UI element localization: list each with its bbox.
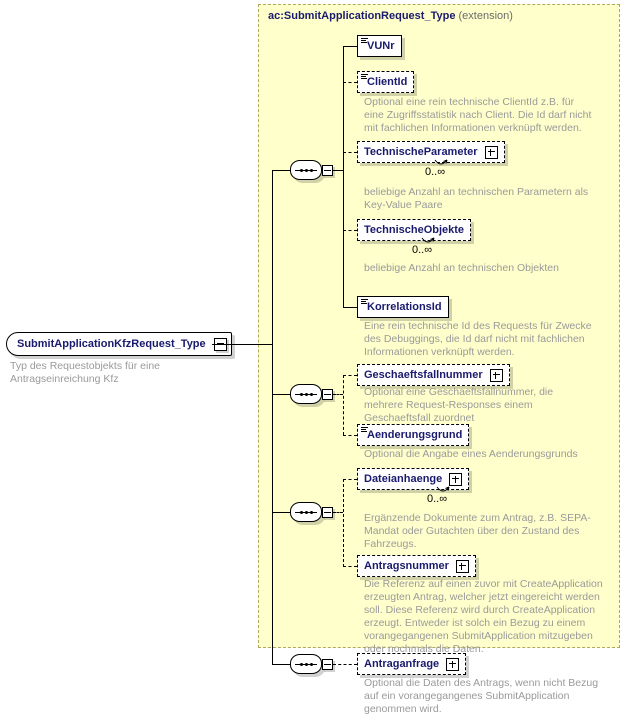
element-label: KorrelationsId (367, 300, 442, 313)
root-type-label: SubmitApplicationKfzRequest_Type (17, 338, 206, 350)
element-label: ClientId (367, 75, 408, 88)
element-antragsnummer-documentation: Die Referenz auf einen zuvor mit CreateA… (364, 578, 603, 655)
element-label: Aenderungsgrund (367, 428, 463, 441)
element-geschaeftsfallnummer[interactable]: Geschaeftsfallnummer (357, 364, 510, 386)
element-korrelationsid-documentation: Eine rein technische Id des Requests für… (364, 320, 592, 358)
element-clientid[interactable]: ClientId (357, 71, 415, 93)
sequence-4-collapse-icon[interactable] (322, 659, 333, 670)
repeat-loop-icon (434, 159, 448, 165)
element-label: Antragsnummer (364, 559, 449, 572)
connector-to-dateianhaenge (343, 479, 357, 480)
sequence-node-3[interactable] (290, 502, 322, 522)
connector-to-technischeobjekte (343, 230, 357, 231)
cardinality-technischeobjekte: 0..∞ (412, 244, 433, 256)
connector-to-aenderungsgrund (343, 435, 357, 436)
expand-plus-icon[interactable] (446, 657, 460, 671)
element-technischeparameter[interactable]: TechnischeParameter (357, 141, 505, 163)
repeat-loop-icon (421, 237, 435, 243)
connector-to-vunr (343, 46, 357, 47)
connector-sequence-1-out (333, 170, 343, 171)
connector-sequence-3-out (333, 512, 343, 513)
expand-plus-icon[interactable] (489, 368, 503, 382)
extension-panel-title: ac:SubmitApplicationRequest_Type (extens… (268, 10, 513, 22)
root-type-documentation: Typ des Requestobjekts für eine Antragse… (10, 360, 161, 385)
sequence-3-collapse-icon[interactable] (322, 507, 333, 518)
extension-kind-label: (extension) (458, 10, 513, 22)
connector-to-clientid (343, 82, 357, 83)
element-geschaeftsfallnummer-documentation: Optional eine Geschaeftsfallnummer, die … (364, 386, 554, 424)
connector-sequence-3-spine (343, 479, 344, 567)
sequence-bar (295, 512, 317, 513)
connector-sequence-4-out (333, 664, 357, 665)
cardinality-dateianhaenge: 0..∞ (427, 493, 448, 505)
element-aenderungsgrund-documentation: Optional die Angabe eines Aenderungsgrun… (364, 448, 578, 460)
connector-root-to-trunk (212, 344, 273, 345)
element-label: VUNr (367, 39, 395, 52)
sequence-node-4[interactable] (290, 654, 322, 674)
element-label: TechnischeParameter (364, 145, 478, 158)
element-label: Dateianhaenge (364, 472, 443, 485)
cardinality-technischeparameter: 0..∞ (425, 166, 446, 178)
root-type-box[interactable]: SubmitApplicationKfzRequest_Type (6, 332, 232, 356)
connector-trunk-to-sequence-4 (272, 664, 291, 665)
element-technischeparameter-documentation: beliebige Anzahl an technischen Paramete… (364, 186, 589, 211)
extension-panel (258, 4, 620, 648)
element-dateianhaenge[interactable]: Dateianhaenge (357, 468, 470, 490)
extension-type-name: ac:SubmitApplicationRequest_Type (268, 10, 456, 22)
connector-to-antragsnummer (343, 566, 357, 567)
sequence-bar (295, 664, 317, 665)
connector-trunk-to-sequence-2 (272, 394, 291, 395)
connector-to-geschaeftsfallnummer (343, 375, 357, 376)
connector-trunk-vertical (272, 170, 273, 665)
connector-sequence-2-out (333, 394, 343, 395)
sequence-2-collapse-icon[interactable] (322, 389, 333, 400)
element-dateianhaenge-documentation: Ergänzende Dokumente zum Antrag, z.B. SE… (364, 512, 591, 550)
connector-trunk-to-sequence-1 (272, 170, 291, 171)
connector-sequence-1-spine (343, 46, 344, 308)
element-clientid-documentation: Optional eine rein technische ClientId z… (364, 96, 592, 134)
element-technischeobjekte[interactable]: TechnischeObjekte (357, 219, 472, 241)
sequence-1-collapse-icon[interactable] (322, 165, 333, 176)
expand-plus-icon[interactable] (449, 472, 463, 486)
element-technischeobjekte-documentation: beliebige Anzahl an technischen Objekten (364, 262, 559, 274)
connector-to-technischeparameter (343, 152, 357, 153)
sequence-node-1[interactable] (290, 160, 322, 180)
repeat-loop-icon (436, 486, 450, 492)
element-label: TechnischeObjekte (364, 223, 465, 236)
connector-sequence-2-spine (343, 375, 344, 435)
sequence-node-2[interactable] (290, 384, 322, 404)
expand-plus-icon[interactable] (484, 145, 498, 159)
connector-to-korrelationsid (343, 307, 357, 308)
element-antraganfrage[interactable]: Antraganfrage (357, 653, 467, 675)
expand-plus-icon[interactable] (455, 559, 469, 573)
element-korrelationsid[interactable]: KorrelationsId (357, 296, 449, 318)
element-label: Antraganfrage (364, 657, 440, 670)
element-aenderungsgrund[interactable]: Aenderungsgrund (357, 424, 470, 446)
element-antragsnummer[interactable]: Antragsnummer (357, 555, 476, 577)
sequence-bar (295, 394, 317, 395)
element-antraganfrage-documentation: Optional die Daten des Antrags, wenn nic… (364, 677, 599, 715)
connector-trunk-to-sequence-3 (272, 512, 291, 513)
element-label: Geschaeftsfallnummer (364, 368, 483, 381)
sequence-bar (295, 170, 317, 171)
element-vunr[interactable]: VUNr (357, 35, 402, 57)
